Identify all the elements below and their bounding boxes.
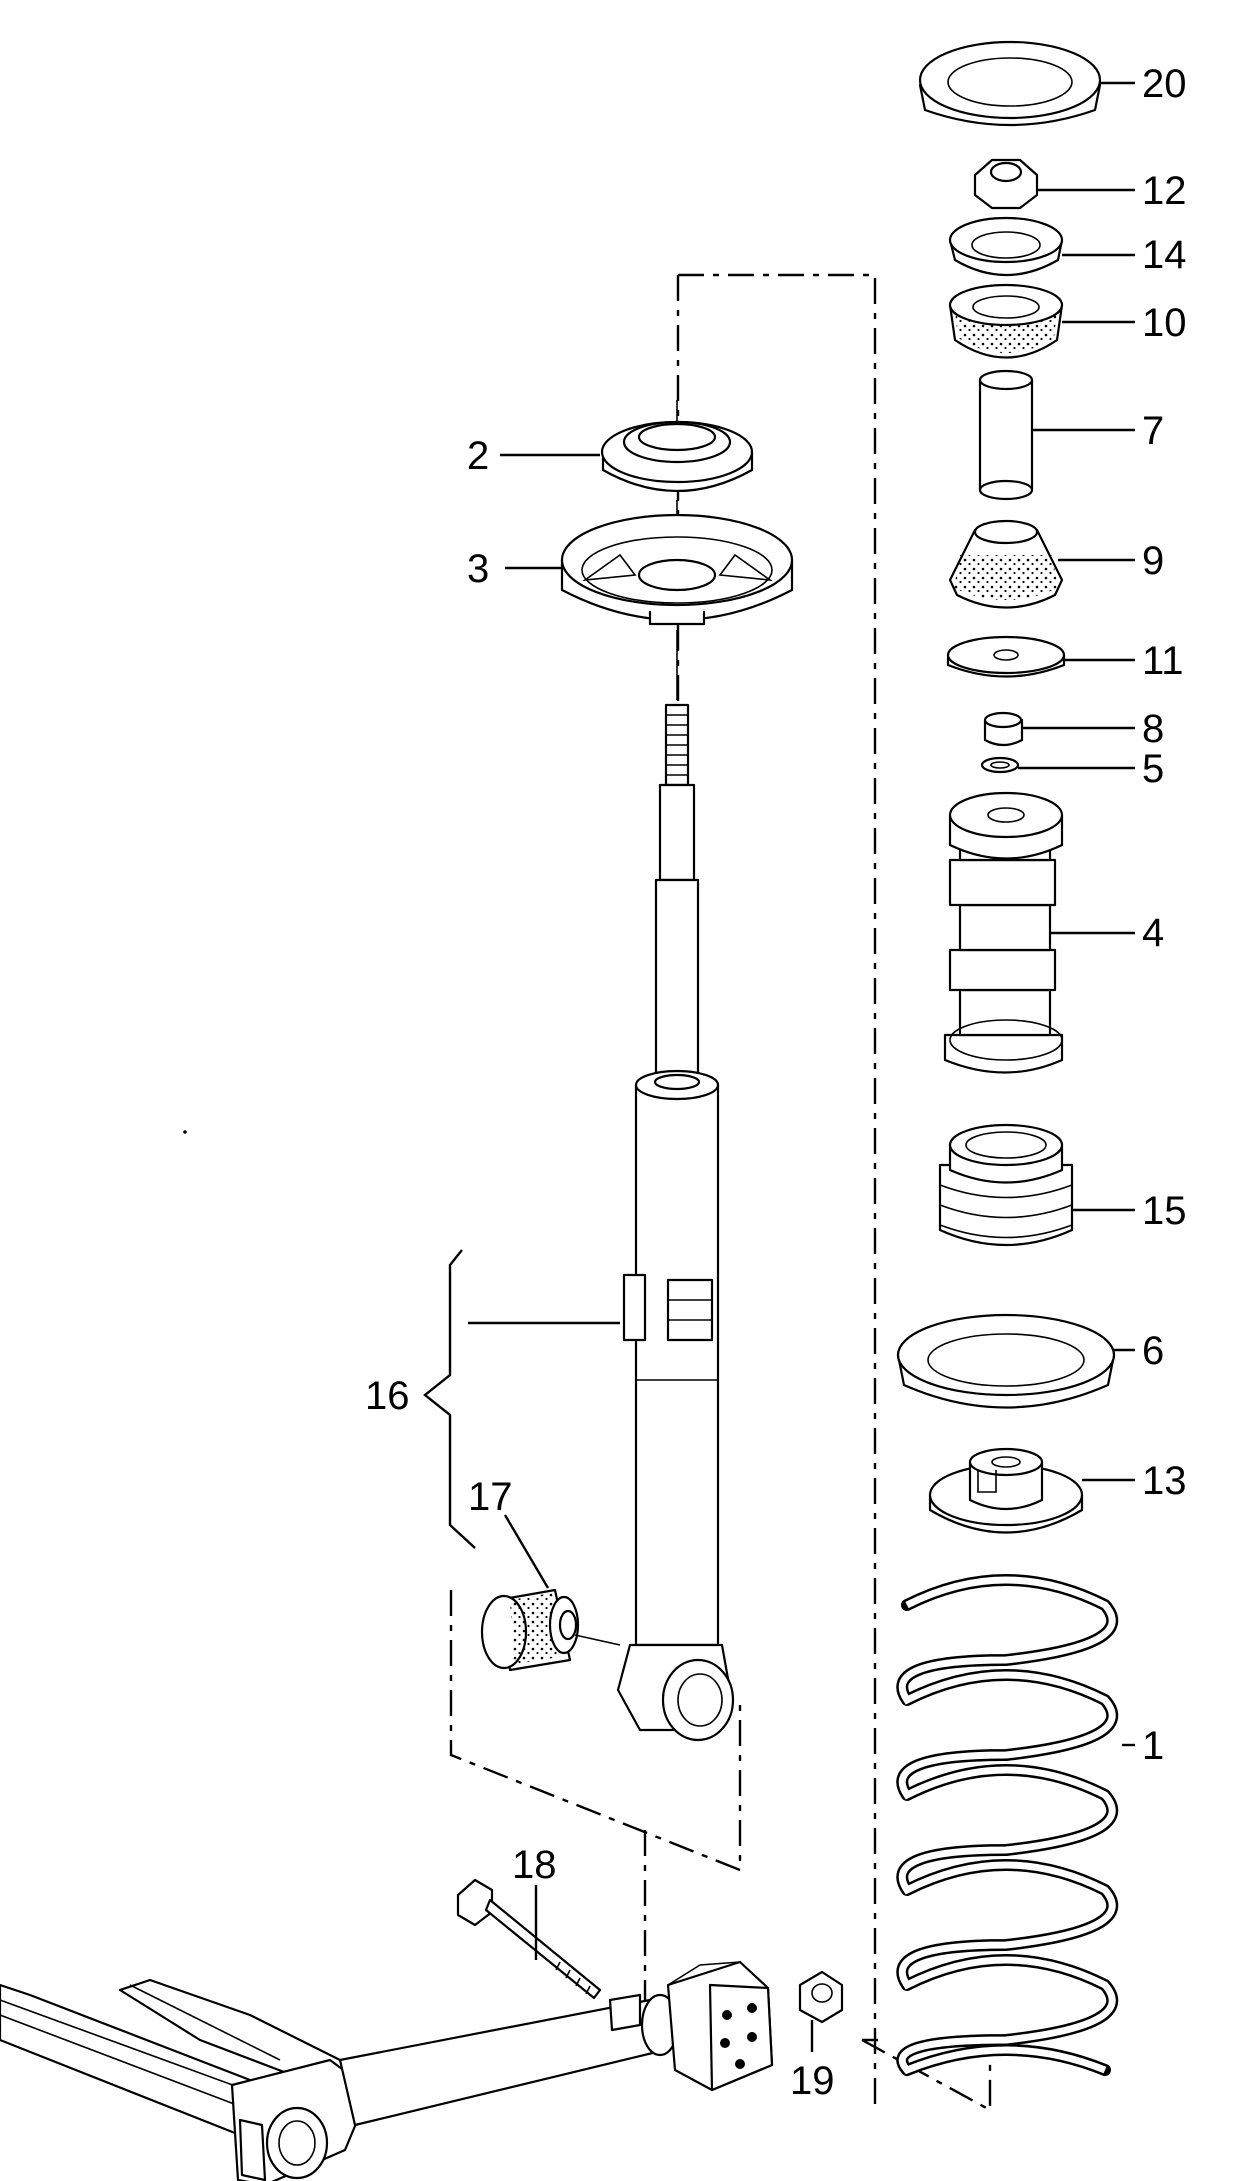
callout-10: 10 [1142,301,1187,345]
callout-11: 11 [1142,639,1184,683]
part-9-rubber-mount [948,519,1064,609]
part-8-spacer [983,711,1024,747]
part-19-nut [798,1970,844,2024]
speck-mark [183,1130,187,1134]
callout-15: 15 [1142,1189,1187,1233]
part-1-coil-spring [896,1574,1119,2076]
shock-absorber [616,703,735,1742]
part-2-upper-spring-seat [600,420,754,492]
callout-20: 20 [1142,62,1187,106]
part-17-bushing [480,1588,621,1672]
callout-2: 2 [467,434,489,478]
callout-16: 16 [365,1374,410,1418]
part-13-lower-seat [928,1447,1084,1534]
callout-3: 3 [467,547,489,591]
callout-8: 8 [1142,707,1164,751]
callout-labels: 20 12 14 10 7 9 11 8 5 4 15 6 13 1 2 3 1… [365,62,1187,2103]
part-4-bump-stop [943,791,1064,1074]
leader-lines [423,81,1135,2052]
part-14-washer [948,216,1064,276]
part-18-bolt [456,1878,602,2000]
part-12-nut [973,158,1039,210]
part-3-spring-retainer [560,513,794,626]
part-6-spring-seat [896,1313,1116,1409]
part-10-rubber-bushing [948,283,1064,359]
part-20-cap [918,40,1102,127]
callout-12: 12 [1142,169,1187,213]
callout-14: 14 [1142,233,1187,277]
axle-beam [0,1960,774,2181]
callout-9: 9 [1142,539,1164,583]
callout-5: 5 [1142,747,1164,791]
callout-4: 4 [1142,911,1164,955]
callout-18: 18 [512,1843,557,1887]
part-5-circlip [980,756,1020,774]
callout-6: 6 [1142,1329,1164,1373]
callout-13: 13 [1142,1459,1187,1503]
callout-19: 19 [790,2059,835,2103]
callout-1: 1 [1142,1724,1164,1768]
part-15-boot [938,1123,1074,1247]
part-11-washer [946,635,1066,678]
callout-17: 17 [468,1475,513,1519]
part-7-sleeve [978,369,1034,501]
callout-7: 7 [1142,409,1164,453]
